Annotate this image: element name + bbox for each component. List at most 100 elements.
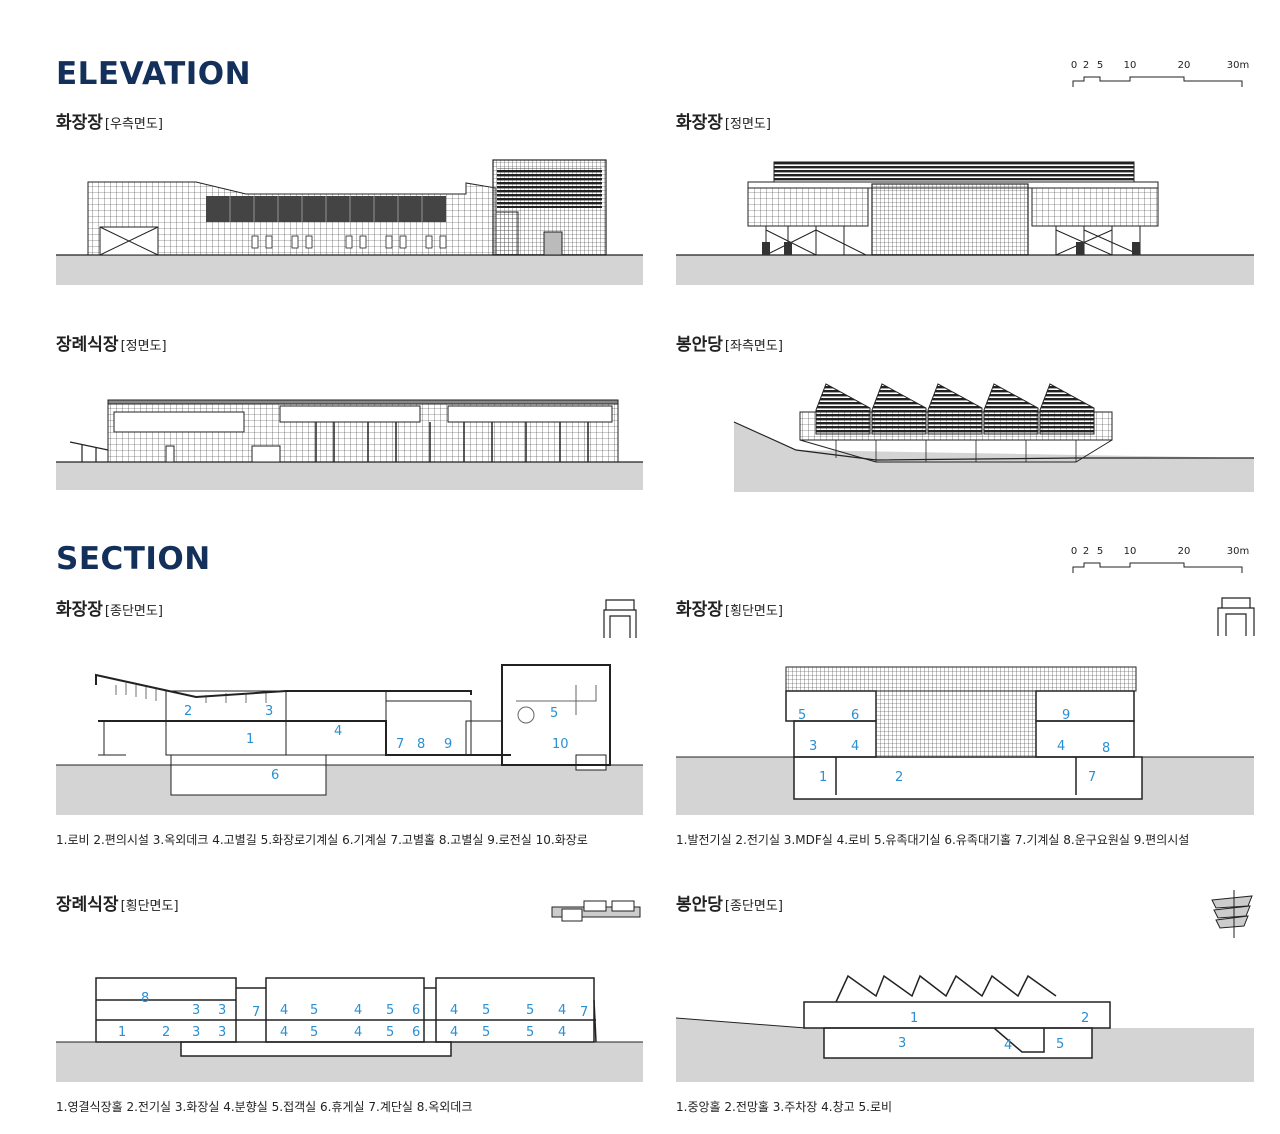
section-heading: SECTION bbox=[56, 541, 211, 577]
room-number: 3 bbox=[898, 1036, 906, 1051]
room-number: 9 bbox=[1062, 708, 1070, 723]
panel-title-sub: [횡단면도] bbox=[120, 899, 179, 914]
panel-title-main: 화장장 bbox=[676, 600, 723, 620]
panel-title-cremation-cross-section: 화장장[횡단면도] bbox=[676, 595, 783, 620]
scale-bar-graphic bbox=[1072, 76, 1243, 87]
room-number: 4 bbox=[354, 1003, 362, 1018]
room-number: 8 bbox=[1102, 741, 1110, 756]
panel-title-funeral-cross-section: 장례식장[횡단면도] bbox=[56, 890, 179, 915]
room-number: 4 bbox=[1004, 1038, 1012, 1053]
panel-title-main: 화장장 bbox=[56, 113, 103, 133]
panel-title-funeral-front-elevation: 장례식장[정면도] bbox=[56, 330, 167, 355]
scale-tick-label: 20 bbox=[1177, 60, 1191, 71]
room-number: 4 bbox=[280, 1003, 288, 1018]
room-number: 7 bbox=[1088, 770, 1096, 785]
room-number: 7 bbox=[396, 737, 404, 752]
elevation-heading: ELEVATION bbox=[56, 56, 252, 92]
scale-tick-label: 0 bbox=[1070, 546, 1078, 557]
panel-title-main: 봉안당 bbox=[676, 335, 723, 355]
room-number: 5 bbox=[482, 1025, 490, 1040]
room-number: 7 bbox=[252, 1005, 260, 1020]
room-number: 6 bbox=[271, 768, 279, 783]
panel-title-main: 봉안당 bbox=[676, 895, 723, 915]
room-number: 4 bbox=[450, 1025, 458, 1040]
room-number: 1 bbox=[246, 732, 254, 747]
drawing-funeral-front-elevation bbox=[56, 399, 643, 490]
room-number: 6 bbox=[851, 708, 859, 723]
panel-title-sub: [좌측면도] bbox=[724, 339, 783, 354]
room-number: 1 bbox=[819, 770, 827, 785]
drawing-columbarium-left-elevation bbox=[733, 383, 1254, 492]
key-plan-icon bbox=[603, 599, 637, 638]
scale-bar-graphic bbox=[1072, 562, 1243, 573]
room-number: 5 bbox=[526, 1025, 534, 1040]
room-number: 4 bbox=[334, 724, 342, 739]
room-number: 5 bbox=[1056, 1037, 1064, 1052]
room-number: 3 bbox=[192, 1025, 200, 1040]
panel-title-main: 화장장 bbox=[676, 113, 723, 133]
scale-tick-label: 20 bbox=[1177, 546, 1191, 557]
room-number: 5 bbox=[386, 1025, 394, 1040]
room-number: 6 bbox=[412, 1025, 420, 1040]
panel-title-sub: [우측면도] bbox=[104, 117, 163, 132]
room-number: 2 bbox=[895, 770, 903, 785]
panel-title-cremation-long-section: 화장장[종단면도] bbox=[56, 595, 163, 620]
panel-title-main: 화장장 bbox=[56, 600, 103, 620]
panel-title-cremation-front-elevation: 화장장[정면도] bbox=[676, 108, 771, 133]
room-number: 3 bbox=[218, 1025, 226, 1040]
room-number: 5 bbox=[310, 1003, 318, 1018]
panel-title-cremation-right-elevation: 화장장[우측면도] bbox=[56, 108, 163, 133]
room-number: 3 bbox=[809, 739, 817, 754]
panel-title-sub: [정면도] bbox=[120, 339, 167, 354]
panel-title-main: 장례식장 bbox=[56, 335, 119, 355]
room-number: 5 bbox=[798, 708, 806, 723]
room-number: 5 bbox=[386, 1003, 394, 1018]
scale-tick-label: 30m bbox=[1226, 60, 1250, 71]
room-number: 3 bbox=[192, 1003, 200, 1018]
room-number: 7 bbox=[580, 1005, 588, 1020]
room-number: 8 bbox=[417, 737, 425, 752]
panel-title-sub: [횡단면도] bbox=[724, 604, 783, 619]
scale-tick-label: 10 bbox=[1123, 60, 1137, 71]
room-number: 2 bbox=[1081, 1011, 1089, 1026]
room-number: 4 bbox=[280, 1025, 288, 1040]
room-number: 5 bbox=[310, 1025, 318, 1040]
room-number: 9 bbox=[444, 737, 452, 752]
scale-tick-label: 5 bbox=[1096, 60, 1104, 71]
legend-cremation-long-section: 1.로비 2.편의시설 3.옥외데크 4.고별길 5.화장로기계실 6.기계실 … bbox=[56, 833, 588, 847]
scale-tick-label: 0 bbox=[1070, 60, 1078, 71]
drawing-columbarium-long-section: 1 2 3 4 5 bbox=[676, 974, 1254, 1082]
room-number: 2 bbox=[162, 1025, 170, 1040]
room-number: 1 bbox=[118, 1025, 126, 1040]
scale-tick-label: 2 bbox=[1082, 546, 1090, 557]
room-number: 8 bbox=[141, 991, 149, 1006]
room-number: 5 bbox=[550, 706, 558, 721]
panel-title-columbarium-long-section: 봉안당[종단면도] bbox=[676, 890, 783, 915]
elevation-scale-bar: 0 2 5 10 20 30m bbox=[1070, 60, 1249, 90]
panel-title-sub: [종단면도] bbox=[724, 899, 783, 914]
room-number: 6 bbox=[412, 1003, 420, 1018]
panel-title-columbarium-left-elevation: 봉안당[좌측면도] bbox=[676, 330, 783, 355]
room-number: 4 bbox=[558, 1025, 566, 1040]
key-plan-icon bbox=[1211, 890, 1253, 938]
drawing-cremation-long-section: 2 3 1 4 6 5 7 8 9 10 bbox=[56, 664, 643, 815]
room-number: 4 bbox=[450, 1003, 458, 1018]
key-plan-icon bbox=[551, 900, 641, 922]
scale-tick-label: 5 bbox=[1096, 546, 1104, 557]
room-number: 3 bbox=[218, 1003, 226, 1018]
drawing-cremation-cross-section: 5 6 9 3 4 4 8 1 2 7 bbox=[676, 666, 1254, 815]
room-number: 5 bbox=[526, 1003, 534, 1018]
room-number: 4 bbox=[558, 1003, 566, 1018]
room-number: 3 bbox=[265, 704, 273, 719]
room-number: 4 bbox=[354, 1025, 362, 1040]
section-scale-bar: 0 2 5 10 20 30m bbox=[1070, 546, 1249, 576]
key-plan-icon bbox=[1217, 597, 1255, 636]
legend-cremation-cross-section: 1.발전기실 2.전기실 3.MDF실 4.로비 5.유족대기실 6.유족대기홀… bbox=[676, 833, 1190, 847]
room-number: 2 bbox=[184, 704, 192, 719]
panel-title-sub: [정면도] bbox=[724, 117, 771, 132]
room-number: 1 bbox=[910, 1011, 918, 1026]
room-number: 10 bbox=[552, 737, 569, 752]
scale-tick-label: 30m bbox=[1226, 546, 1250, 557]
drawing-cremation-front-elevation bbox=[676, 161, 1254, 285]
panel-title-sub: [종단면도] bbox=[104, 604, 163, 619]
